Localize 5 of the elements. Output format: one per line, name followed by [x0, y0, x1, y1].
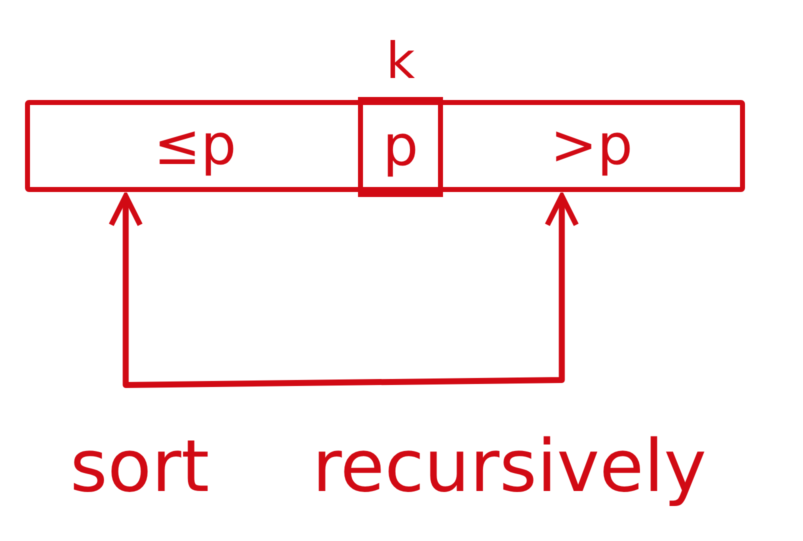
section-label: p: [382, 119, 418, 175]
index-label: k: [386, 36, 415, 86]
section-label: ≤p: [154, 118, 236, 174]
recursion-arrow: [108, 193, 579, 388]
section-label: >p: [550, 118, 633, 174]
